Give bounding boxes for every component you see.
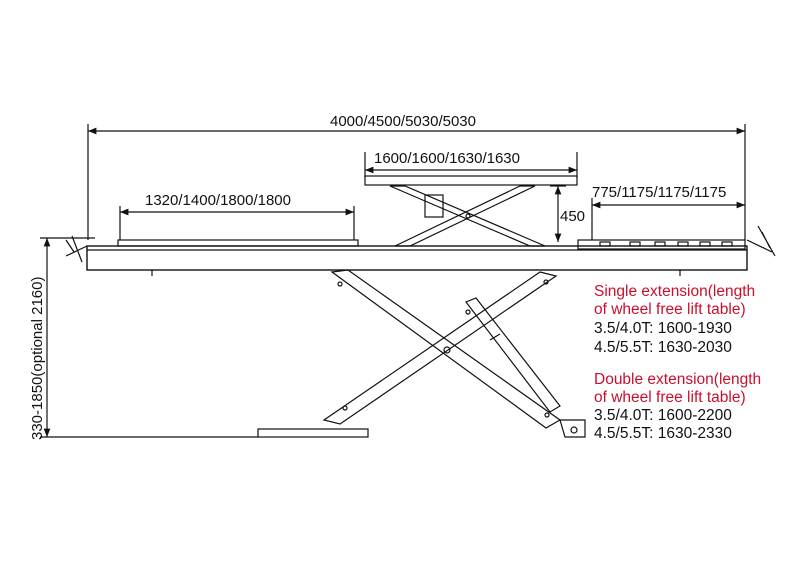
right-ramp [746, 225, 776, 257]
double-extension-spec-1: 3.5/4.0T: 1600-2200 [594, 407, 732, 424]
single-extension-title-1: Single extension(length [594, 283, 756, 300]
single-extension-spec-2: 4.5/5.5T: 1630-2030 [594, 339, 732, 356]
top-table [364, 175, 578, 186]
left-ramp [65, 235, 88, 263]
upper-scissor-arm-b [394, 185, 536, 247]
main-scissor-arm-a [330, 269, 562, 429]
right-extension-label: 775/1175/1175/1175 [592, 184, 726, 201]
single-extension-title-2: of wheel free lift table) [594, 301, 746, 318]
double-extension-spec-2: 4.5/5.5T: 1630-2330 [594, 425, 732, 442]
single-extension-spec-1: 3.5/4.0T: 1600-1930 [594, 320, 732, 337]
upper-scissor-arm-a [389, 185, 546, 247]
double-extension-title-2: of wheel free lift table) [594, 389, 746, 406]
double-extension-title-1: Double extension(length [594, 371, 762, 388]
table-height-label: 450 [560, 208, 585, 225]
hydraulic-cylinder [465, 297, 561, 413]
right-base-plate [559, 419, 586, 438]
top-table-label: 1600/1600/1630/1630 [374, 150, 520, 167]
right-extension-plate [577, 239, 746, 250]
main-scissor-arm-b [322, 271, 558, 425]
main-platform [86, 245, 748, 271]
lift-height-label: 330-1850(optional 2160) [29, 277, 46, 440]
left-plate [117, 239, 359, 247]
left-platform-label: 1320/1400/1800/1800 [145, 192, 291, 209]
left-base-plate [257, 428, 369, 438]
overall-length-label: 4000/4500/5030/5030 [330, 113, 476, 130]
